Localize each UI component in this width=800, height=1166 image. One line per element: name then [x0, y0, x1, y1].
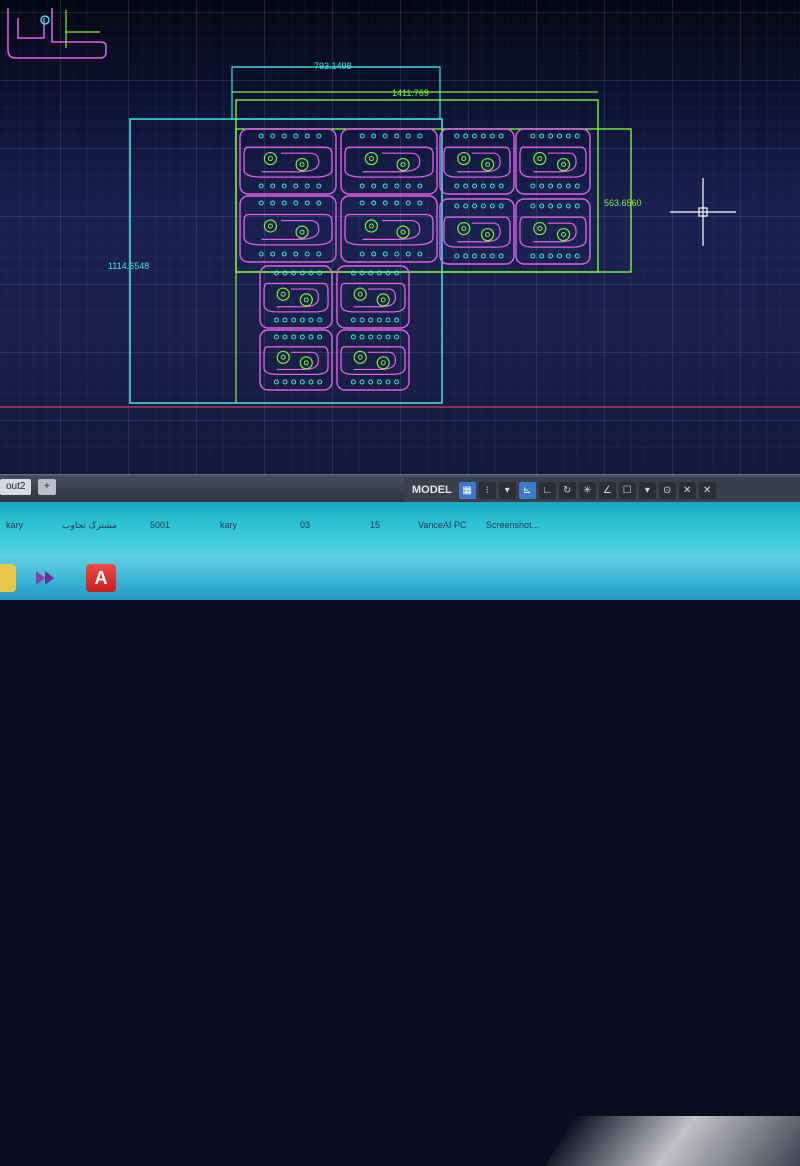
- nested-part[interactable]: [439, 198, 515, 265]
- nested-part[interactable]: [340, 195, 438, 263]
- add-layout-button[interactable]: +: [38, 479, 56, 495]
- nested-part[interactable]: [340, 128, 438, 195]
- polar-icon[interactable]: ↻: [558, 481, 576, 499]
- green-frame-inner: [235, 128, 632, 273]
- nested-part[interactable]: [259, 265, 333, 329]
- crosshair-cursor: [670, 178, 736, 246]
- taskbar-preview-label[interactable]: 15: [370, 520, 381, 530]
- dimension-top-width: 793.1498: [314, 61, 352, 71]
- taskbar-preview-label[interactable]: 03: [300, 520, 311, 530]
- snap-icon[interactable]: ⁝: [478, 481, 496, 499]
- partial-part-top-left: [7, 8, 107, 59]
- nested-parts[interactable]: [239, 128, 591, 391]
- dimension-left-height: 1114.6548: [108, 261, 149, 271]
- nested-part[interactable]: [515, 128, 591, 195]
- nested-part[interactable]: [239, 195, 337, 263]
- transparency-icon[interactable]: ▾: [638, 481, 656, 499]
- windows-taskbar: A: [0, 556, 800, 1166]
- model-space-toggle[interactable]: MODEL: [412, 484, 452, 496]
- status-bar: MODEL ▦ ⁝ ▾ ⊾ ∟ ↻ ✳ ∠ ☐ ▾ ⊙ ✕ ✕: [404, 478, 800, 502]
- screen-glare: [545, 1116, 800, 1166]
- dimension-overall-width: 1411.769: [392, 88, 429, 98]
- nested-part[interactable]: [336, 265, 410, 329]
- nested-part[interactable]: [239, 128, 337, 195]
- taskbar-preview-label[interactable]: VanceAI PC: [418, 520, 467, 530]
- media-player-icon[interactable]: [30, 564, 60, 592]
- taskbar-preview-label[interactable]: مشترک تجاوب: [62, 520, 117, 530]
- angle-icon[interactable]: ∠: [598, 481, 616, 499]
- settings-icon[interactable]: ✕: [698, 481, 716, 499]
- app-icon[interactable]: [0, 564, 16, 592]
- nested-part[interactable]: [259, 329, 333, 391]
- tab-layout2[interactable]: out2: [0, 479, 32, 495]
- dimension-right-height: 563.6560: [604, 198, 642, 208]
- taskbar-preview-label[interactable]: Screenshot...: [486, 520, 540, 530]
- taskbar-preview-strip: kary مشترک تجاوب 5001 kary 03 15 VanceAI…: [0, 502, 800, 560]
- lineweight-icon[interactable]: ☐: [618, 481, 636, 499]
- workspace-icon[interactable]: ✕: [678, 481, 696, 499]
- taskbar-preview-label[interactable]: 5001: [150, 520, 171, 530]
- autocad-icon[interactable]: A: [86, 564, 116, 592]
- taskbar-preview-label[interactable]: kary: [220, 520, 238, 530]
- nested-part[interactable]: [439, 128, 515, 195]
- drawing-canvas[interactable]: 793.1498 1411.769 1114.6548 563.6560: [0, 0, 800, 478]
- dropdown-icon[interactable]: ▾: [498, 481, 516, 499]
- annotation-scale-icon[interactable]: ⊙: [658, 481, 676, 499]
- taskbar-preview-label[interactable]: kary: [6, 520, 24, 530]
- nested-part[interactable]: [515, 198, 591, 265]
- cad-drawing[interactable]: 793.1498 1411.769 1114.6548 563.6560: [0, 0, 800, 478]
- grid-icon[interactable]: ▦: [458, 481, 476, 499]
- nested-part[interactable]: [336, 329, 410, 391]
- ortho-icon[interactable]: ⊾: [518, 481, 536, 499]
- osnap-icon[interactable]: ✳: [578, 481, 596, 499]
- infer-icon[interactable]: ∟: [538, 481, 556, 499]
